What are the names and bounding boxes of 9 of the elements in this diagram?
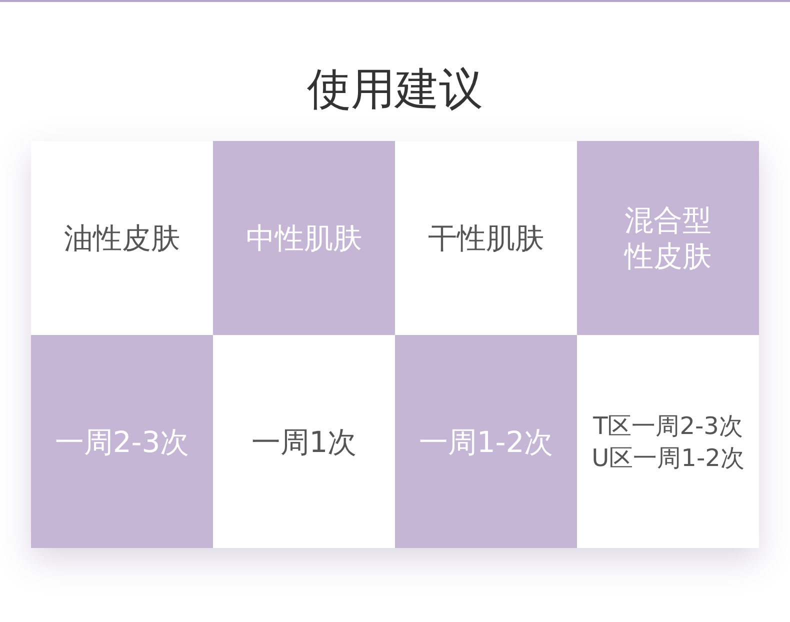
skin-type-text: 混合型性皮肤 bbox=[622, 202, 712, 274]
skin-type-text: 中性肌肤 bbox=[246, 220, 362, 256]
frequency-text: 一周1次 bbox=[251, 424, 357, 460]
frequency-text: T区一周2-3次 U区一周1-2次 bbox=[590, 410, 746, 474]
skin-type-text: 油性皮肤 bbox=[64, 220, 180, 256]
frequency-text: 一周2-3次 bbox=[54, 424, 190, 460]
skin-type-text: 干性肌肤 bbox=[428, 220, 544, 256]
title: 使用建议 bbox=[306, 63, 484, 117]
frequency-text: 一周1-2次 bbox=[418, 424, 554, 460]
